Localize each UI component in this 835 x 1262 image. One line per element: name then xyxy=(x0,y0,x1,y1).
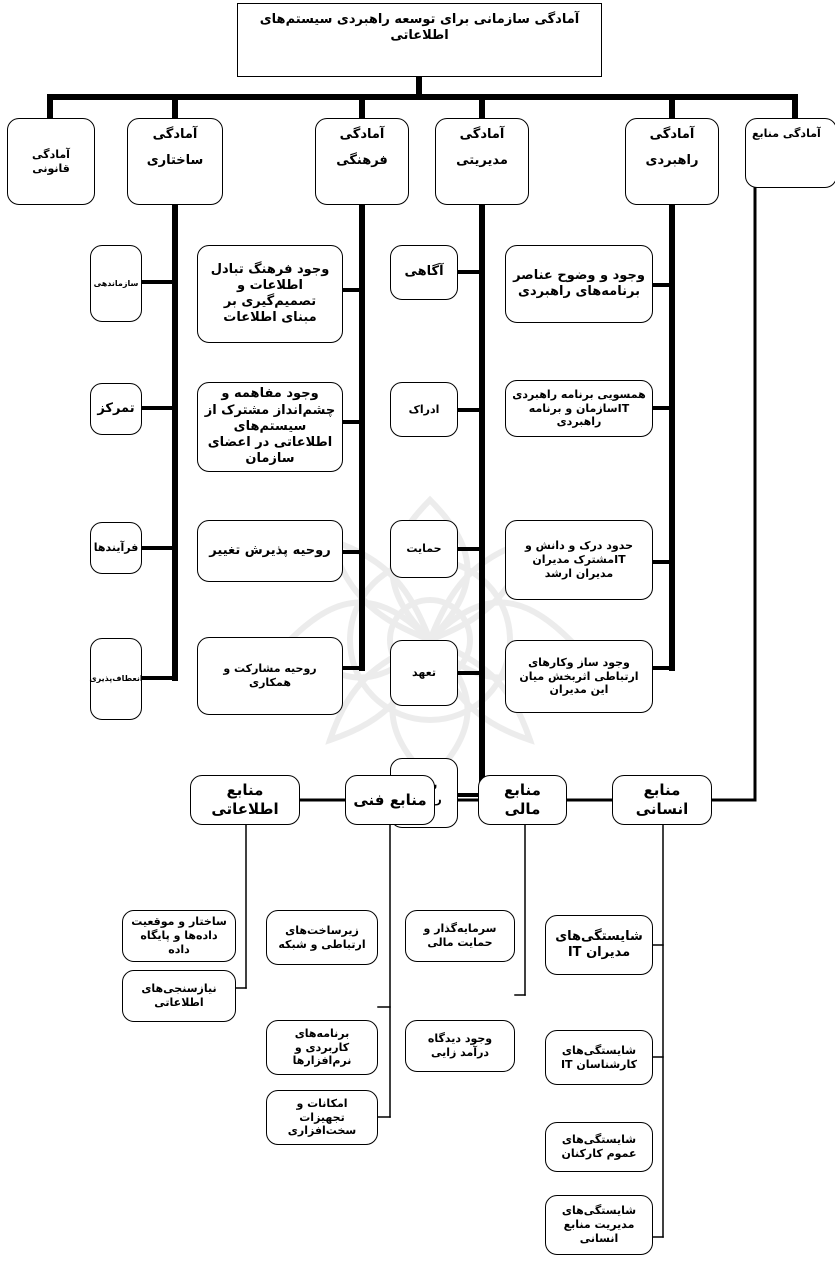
cultural-item-info-exchange: وجود فرهنگ تبادل اطلاعات و تصمیم‌گیری بر… xyxy=(197,245,343,343)
resource-group-information: منابع اطلاعاتی xyxy=(190,775,300,825)
resources-readiness-node: آمادگی منابع xyxy=(745,118,835,188)
structural-item-centralization: تمرکز xyxy=(90,383,142,435)
strategic-item-communication: وجود ساز وکارهای ارتباطی اثربخش میان این… xyxy=(505,640,653,713)
strategic-item-plan-elements: وجود و وضوح عناصر برنامه‌های راهبردی xyxy=(505,245,653,323)
strategic-title-line1: آمادگی xyxy=(649,127,695,142)
structural-item-organizing: سازماندهی xyxy=(90,245,142,322)
cultural-item-cooperation: روحیه مشارکت و همکاری xyxy=(197,637,343,715)
resource-group-technical: منابع فنی xyxy=(345,775,435,825)
information-item-data-structure: ساختار و موقعیت داده‌ها و پایگاه داده xyxy=(122,910,236,962)
root-node: آمادگی سازمانی برای توسعه راهبردی سیستم‌… xyxy=(237,3,602,77)
managerial-title-line1: آمادگی xyxy=(459,127,505,142)
cultural-readiness-node: آمادگی فرهنگی xyxy=(315,118,409,205)
strategic-item-shared-knowledge: حدود درک و دانش و ITمشترک مدیران مدیران … xyxy=(505,520,653,600)
information-item-needs-assessment: نیازسنجی‌های اطلاعاتی xyxy=(122,970,236,1022)
managerial-item-support: حمایت xyxy=(390,520,458,578)
structural-readiness-node: آمادگی ساختاری xyxy=(127,118,223,205)
resource-group-human: منابع انسانی xyxy=(612,775,712,825)
managerial-title-line2: مدیریتی xyxy=(456,153,508,169)
legal-readiness-node: آمادگی قانونی xyxy=(7,118,95,205)
cultural-item-change-acceptance: روحیه پذیرش تغییر xyxy=(197,520,343,582)
technical-item-network-infrastructure: زیرساخت‌های ارتباطی و شبکه xyxy=(266,910,378,965)
cultural-title-line2: فرهنگی xyxy=(336,153,388,169)
structural-item-flexibility: انعطاف‌پذیری xyxy=(89,638,143,720)
human-item-all-staff: شایستگی‌های عموم کارکنان xyxy=(545,1122,653,1172)
strategic-title-line2: راهبردی xyxy=(645,153,699,169)
managerial-item-awareness: آگاهی xyxy=(390,245,458,300)
resource-group-financial: منابع مالی xyxy=(478,775,567,825)
strategic-item-alignment: همسویی برنامه راهبردی ITسازمان و برنامه … xyxy=(505,380,653,437)
human-item-it-experts: شایستگی‌های کارشناسان IT xyxy=(545,1030,653,1085)
financial-item-revenue-view: وجود دیدگاه درآمد زایی xyxy=(405,1020,515,1072)
structural-title-line2: ساختاری xyxy=(146,153,204,169)
human-item-hr-management: شایستگی‌های مدیریت منابع انسانی xyxy=(545,1195,653,1255)
human-item-it-managers: شایستگی‌های مدیران IT xyxy=(545,915,653,975)
technical-item-hardware: امکانات و تجهیزات سخت‌افزاری xyxy=(266,1090,378,1145)
technical-item-software: برنامه‌های کاربردی و نرم‌افزارها xyxy=(266,1020,378,1075)
strategic-readiness-node: آمادگی راهبردی xyxy=(625,118,719,205)
managerial-item-perception: ادراک xyxy=(390,382,458,437)
structural-title-line1: آمادگی xyxy=(152,127,198,142)
cultural-item-shared-vision: وجود مفاهمه و چشم‌انداز مشترک از سیستم‌ه… xyxy=(197,382,343,472)
structural-item-processes: فرآیندها xyxy=(90,522,142,574)
managerial-readiness-node: آمادگی مدیریتی xyxy=(435,118,529,205)
managerial-item-commitment: تعهد xyxy=(390,640,458,706)
cultural-title-line1: آمادگی xyxy=(339,127,385,142)
financial-item-investment: سرمایه‌گذار و حمایت مالی xyxy=(405,910,515,962)
